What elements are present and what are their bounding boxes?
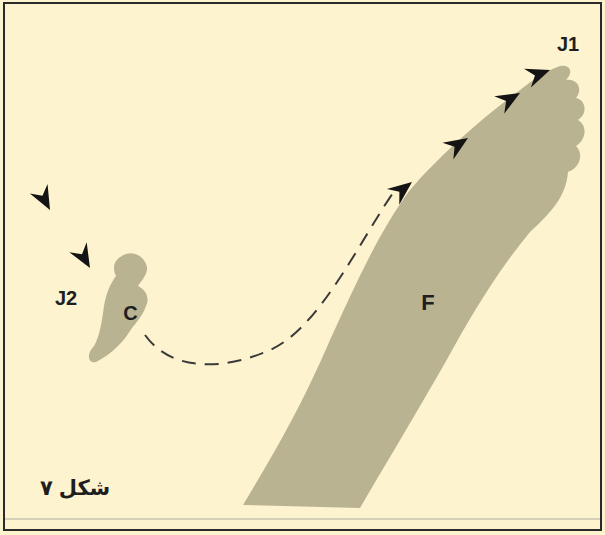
jet-arrowheads-j2 xyxy=(30,184,99,273)
bottom-rule xyxy=(5,518,600,520)
frame xyxy=(4,3,601,530)
jet-label: J2 xyxy=(55,287,77,310)
cloud-region: C xyxy=(120,300,141,327)
jet-arrowheads-j1 xyxy=(387,61,553,205)
region-letter: F xyxy=(421,290,434,316)
cloud-region: F xyxy=(418,288,438,318)
trajectory-dashed xyxy=(145,190,395,364)
region-letter: C xyxy=(123,302,137,325)
cloud-cluster xyxy=(89,253,148,362)
jet-label: J1 xyxy=(557,33,579,56)
figure-caption: شکل ۷ xyxy=(40,476,110,500)
frontal-cloud-band xyxy=(243,66,585,508)
